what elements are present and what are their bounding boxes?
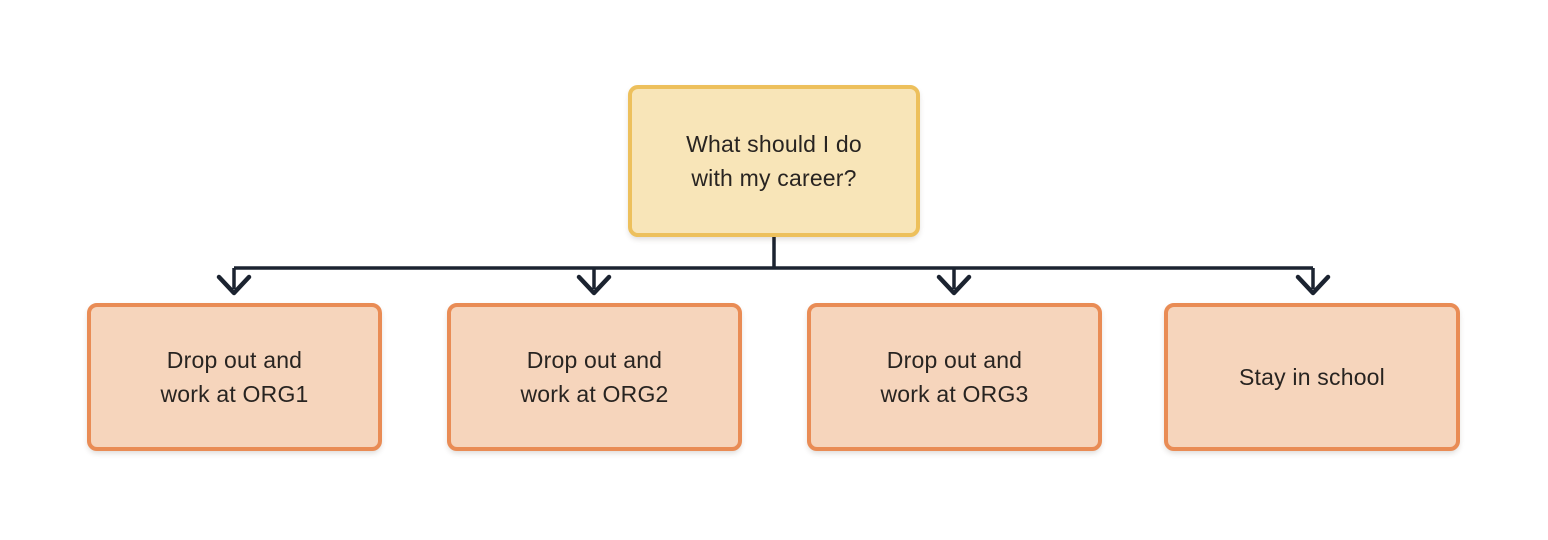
node-option-org3: Drop out and work at ORG3	[807, 303, 1102, 451]
node-option-org1: Drop out and work at ORG1	[87, 303, 382, 451]
connector-lines	[232, 237, 1315, 289]
arrow-down-icon	[216, 274, 1331, 296]
node-option-org2-label: Drop out and work at ORG2	[520, 347, 669, 407]
node-option-stay-in-school: Stay in school	[1164, 303, 1460, 451]
node-option-org3-label: Drop out and work at ORG3	[880, 347, 1029, 407]
node-option-org2: Drop out and work at ORG2	[447, 303, 742, 451]
node-root-question: What should I do with my career?	[628, 85, 920, 237]
node-option-stay-in-school-label: Stay in school	[1239, 364, 1385, 390]
node-option-org1-label: Drop out and work at ORG1	[160, 347, 309, 407]
node-root-question-label: What should I do with my career?	[686, 131, 862, 191]
